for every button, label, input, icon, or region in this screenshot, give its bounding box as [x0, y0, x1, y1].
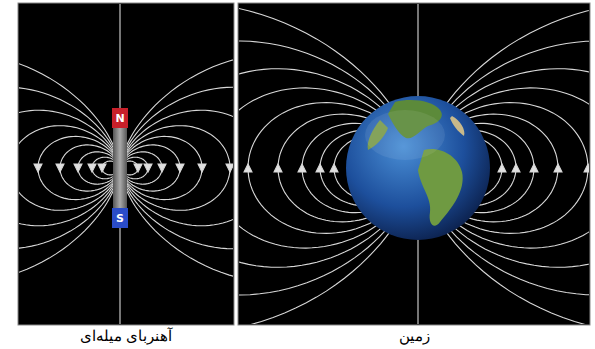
field-line	[418, 4, 589, 324]
field-arrow	[158, 164, 166, 172]
field-arrow	[316, 164, 324, 172]
field-arrow	[554, 164, 562, 172]
field-arrow	[274, 164, 282, 172]
field-line	[19, 110, 120, 225]
pole-letter: S	[116, 212, 124, 225]
field-arrow	[144, 164, 152, 172]
field-line	[120, 87, 233, 249]
magnet-pole: N	[112, 108, 128, 128]
field-arrow	[98, 164, 106, 172]
field-arrow	[498, 164, 506, 172]
field-arrow	[584, 164, 589, 172]
field-arrow	[330, 164, 338, 172]
field-line	[19, 53, 120, 284]
panel-caption: آهنربای میله‌ای	[80, 327, 173, 345]
magnet-field-lines	[19, 4, 233, 324]
panel-caption: زمین	[399, 327, 430, 345]
field-arrow	[176, 164, 184, 172]
field-arrow	[244, 164, 252, 172]
field-line	[120, 53, 233, 284]
field-arrow	[88, 164, 96, 172]
earth-globe	[346, 96, 490, 240]
field-arrow	[134, 164, 142, 172]
magnet-pole: S	[112, 208, 128, 228]
earth-field-lines	[239, 4, 589, 324]
field-arrow	[512, 164, 520, 172]
field-arrow	[34, 164, 42, 172]
earth-panel	[238, 3, 590, 325]
field-line	[418, 41, 589, 295]
field-arrow	[298, 164, 306, 172]
magnet-panel	[18, 3, 234, 325]
field-line	[19, 87, 120, 249]
pole-letter: N	[115, 112, 124, 125]
field-arrow	[530, 164, 538, 172]
field-arrow	[198, 164, 206, 172]
field-line	[418, 69, 589, 268]
field-arrow	[74, 164, 82, 172]
field-arrow	[56, 164, 64, 172]
field-arrow	[226, 164, 233, 172]
